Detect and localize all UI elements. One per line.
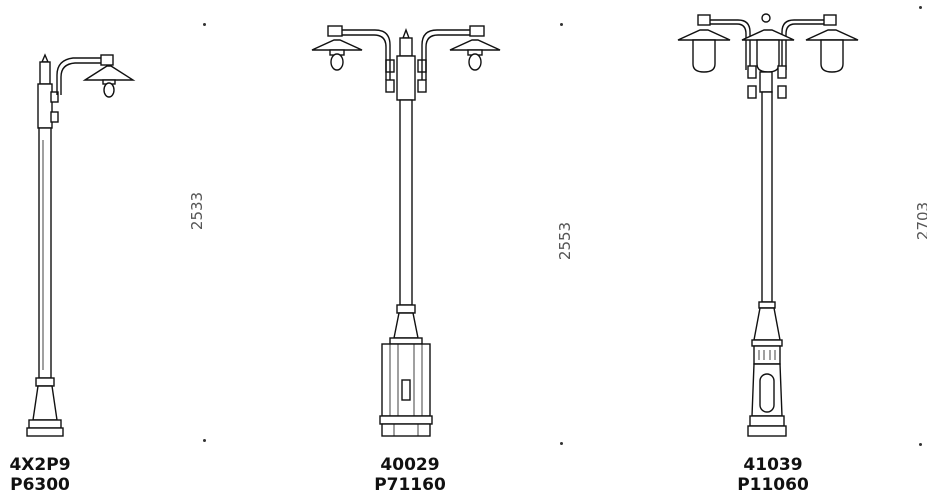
product-code-1: 4X2P9 [9, 455, 71, 475]
product-label-1: 4X2P9 P6300 [0, 455, 80, 495]
dimension-marker-bottom-2 [560, 442, 563, 445]
dimension-marker-bottom-1 [203, 439, 206, 442]
product-label-2: 40029 P71160 [355, 455, 465, 495]
dimension-marker-bottom-3 [919, 443, 922, 446]
product-ref-3: P11060 [737, 475, 809, 495]
product-ref-1: P6300 [10, 475, 70, 495]
product-label-3: 41039 P11060 [718, 455, 828, 495]
product-code-2: 40029 [380, 455, 440, 475]
height-dimension-2: 2553 [556, 221, 575, 261]
product-ref-2: P71160 [374, 475, 446, 495]
height-dimension-1: 2533 [188, 191, 207, 231]
lamp-post-2-drawing [311, 25, 501, 437]
height-dimension-3: 2703 [914, 201, 927, 241]
dimension-marker-top-2 [560, 23, 563, 26]
dimension-marker-top-3 [919, 6, 922, 9]
lamp-post-1-drawing [26, 53, 136, 437]
lamp-post-3-drawing [677, 13, 859, 437]
product-code-3: 41039 [743, 455, 803, 475]
dimension-marker-top-1 [203, 23, 206, 26]
